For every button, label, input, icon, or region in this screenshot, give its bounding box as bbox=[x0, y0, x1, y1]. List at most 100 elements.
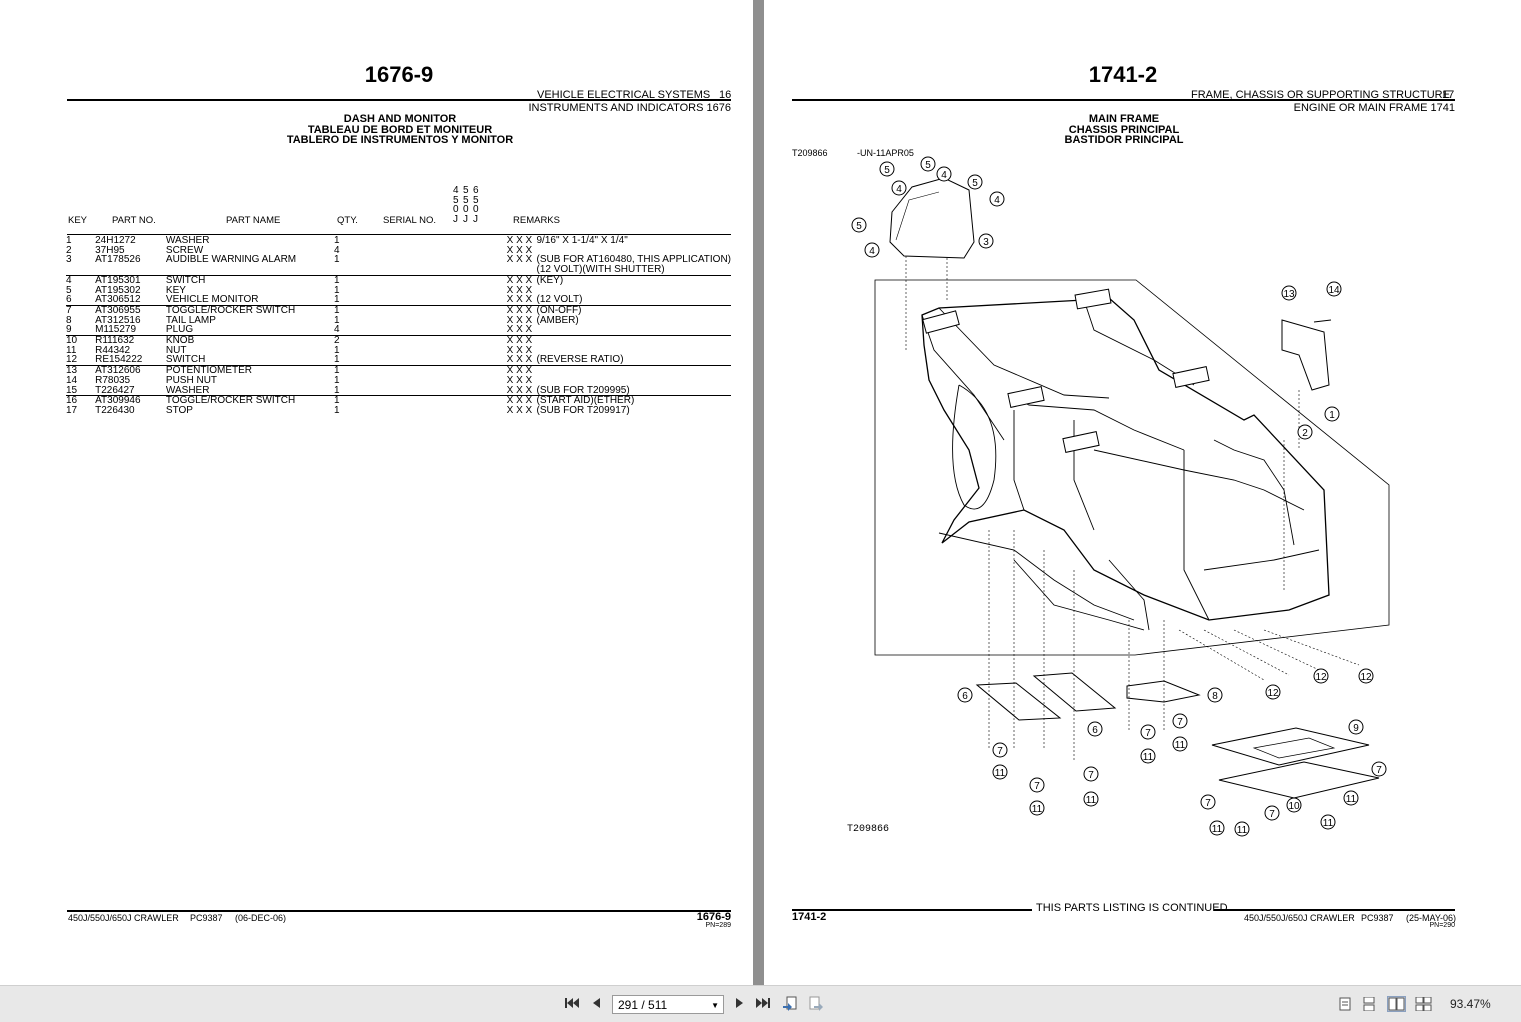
cell-qty: 1 bbox=[334, 235, 340, 246]
svg-text:7: 7 bbox=[1034, 781, 1040, 792]
footer-date: (06-DEC-06) bbox=[235, 913, 287, 923]
cell-key: 8 bbox=[66, 314, 72, 326]
cell-remarks: (SUB FOR T209917) bbox=[536, 404, 630, 416]
cell-key: 12 bbox=[66, 354, 78, 366]
cell-name: NUT bbox=[165, 344, 187, 356]
prev-page-icon[interactable] bbox=[588, 996, 604, 1012]
cell-qty: 1 bbox=[334, 365, 444, 376]
cell-name: AUDIBLE WARNING ALARM bbox=[165, 254, 297, 266]
cell-xx: X X X bbox=[506, 395, 537, 406]
illustration-id: T209866 bbox=[792, 148, 828, 158]
last-page-icon[interactable] bbox=[754, 996, 772, 1012]
callout-6a: 6 bbox=[957, 687, 973, 703]
illustration-caption: T209866 bbox=[847, 824, 890, 835]
cell-part: R78035 bbox=[95, 374, 131, 386]
next-page-icon[interactable] bbox=[732, 996, 748, 1012]
cell-ser bbox=[444, 386, 507, 396]
cell-remarks: (12 VOLT) bbox=[536, 294, 583, 306]
footer-pc: PC9387 bbox=[190, 913, 223, 923]
callout-1: 1 bbox=[1324, 406, 1340, 422]
callout-11d: 11 bbox=[1140, 748, 1156, 764]
cell-qty: 1 bbox=[334, 294, 340, 306]
cell-remarks: (SUB FOR T209995) bbox=[536, 384, 630, 396]
cell-key: 7 bbox=[66, 304, 96, 316]
cell-qty: 1 bbox=[334, 314, 340, 326]
svg-text:5: 5 bbox=[972, 178, 978, 189]
zoom-level[interactable]: 93.47% bbox=[1450, 997, 1491, 1011]
cell-xx: X X X bbox=[506, 344, 533, 356]
callout-7f: 7 bbox=[1200, 794, 1216, 810]
footer-pn: PN=290 bbox=[1429, 922, 1456, 929]
cell-xx: X X X bbox=[506, 244, 533, 256]
cell-key bbox=[66, 265, 95, 275]
section-group-number: 17 bbox=[1442, 89, 1455, 101]
cell-key: 6 bbox=[66, 294, 72, 306]
section-name: ENGINE OR MAIN FRAME 1741 bbox=[1293, 102, 1455, 114]
cell-part: AT178526 bbox=[95, 254, 141, 266]
heading-en: MAIN FRAME bbox=[1088, 113, 1160, 125]
callout-7b: 7 bbox=[1029, 777, 1045, 793]
cell-remarks: (REVERSE RATIO) bbox=[536, 354, 624, 366]
cell-remarks bbox=[536, 365, 731, 376]
cell-xx: X X X bbox=[506, 304, 537, 316]
svg-text:1: 1 bbox=[1329, 410, 1335, 421]
cell-qty: 1 bbox=[334, 354, 340, 366]
go-forward-icon[interactable] bbox=[807, 996, 825, 1012]
callout-8: 8 bbox=[1207, 687, 1223, 703]
callout-5c: 5 bbox=[967, 174, 983, 190]
cell-remarks: (KEY) bbox=[536, 274, 731, 286]
heading-fr: CHASSIS PRINCIPAL bbox=[1068, 124, 1180, 136]
footer-pc: PC9387 bbox=[1361, 913, 1394, 923]
cell-xx bbox=[507, 265, 537, 275]
footer-page: 1741-2 bbox=[792, 911, 827, 923]
main-frame-exploded-diagram: 1 2 3 4 4 4 4 5 5 5 5 6 6 7 7 7 7 7 7 7 … bbox=[851, 156, 1390, 837]
cell-part: T226430 bbox=[95, 404, 135, 416]
callout-4d: 4 bbox=[864, 242, 880, 258]
cell-ser bbox=[444, 346, 507, 356]
svg-text:7: 7 bbox=[1205, 798, 1211, 809]
page-number-input[interactable]: 291 / 511 ▼ bbox=[612, 995, 724, 1014]
cell-part: AT309946 bbox=[95, 395, 166, 406]
continuous-facing-view-icon[interactable] bbox=[1415, 996, 1432, 1012]
callout-11g: 11 bbox=[1234, 821, 1250, 837]
svg-text:8: 8 bbox=[1212, 691, 1218, 702]
right-page: 1741-2 FRAME, CHASSIS OR SUPPORTING STRU… bbox=[764, 0, 1521, 985]
cell-part: M115279 bbox=[95, 324, 137, 336]
callout-5d: 5 bbox=[851, 217, 867, 233]
cell-key: 3 bbox=[66, 254, 72, 266]
callout-7c: 7 bbox=[1083, 766, 1099, 782]
cell-key: 5 bbox=[66, 284, 72, 296]
cell-key: 10 bbox=[66, 335, 96, 346]
footer-date: (25-MAY-06) bbox=[1406, 913, 1457, 923]
col-part-name: PART NAME bbox=[226, 215, 281, 226]
callout-11f: 11 bbox=[1209, 820, 1225, 836]
svg-text:4: 4 bbox=[994, 195, 1000, 206]
page-title: 1741-2 bbox=[1088, 62, 1158, 87]
section-group-number: 16 bbox=[719, 89, 732, 101]
cell-name: STOP bbox=[165, 404, 193, 416]
callout-11b: 11 bbox=[1029, 800, 1045, 816]
first-page-icon[interactable] bbox=[563, 996, 581, 1012]
page-indicator-text: 291 / 511 bbox=[618, 998, 668, 1012]
cell-name: TAIL LAMP bbox=[165, 314, 216, 326]
svg-text:12: 12 bbox=[1267, 688, 1279, 699]
cell-remarks bbox=[536, 325, 731, 335]
cell-remarks: (START AID)(ETHER) bbox=[536, 395, 731, 406]
continuous-view-icon[interactable] bbox=[1363, 996, 1375, 1012]
cell-remarks: (12 VOLT)(WITH SHUTTER) bbox=[536, 264, 665, 276]
cell-name: WASHER bbox=[165, 235, 210, 246]
svg-text:12: 12 bbox=[1360, 672, 1372, 683]
go-back-icon[interactable] bbox=[781, 996, 799, 1012]
callout-2: 2 bbox=[1297, 424, 1313, 440]
single-page-view-icon[interactable] bbox=[1339, 997, 1351, 1011]
facing-view-icon[interactable] bbox=[1387, 996, 1406, 1012]
chevron-down-icon[interactable]: ▼ bbox=[711, 1001, 719, 1010]
